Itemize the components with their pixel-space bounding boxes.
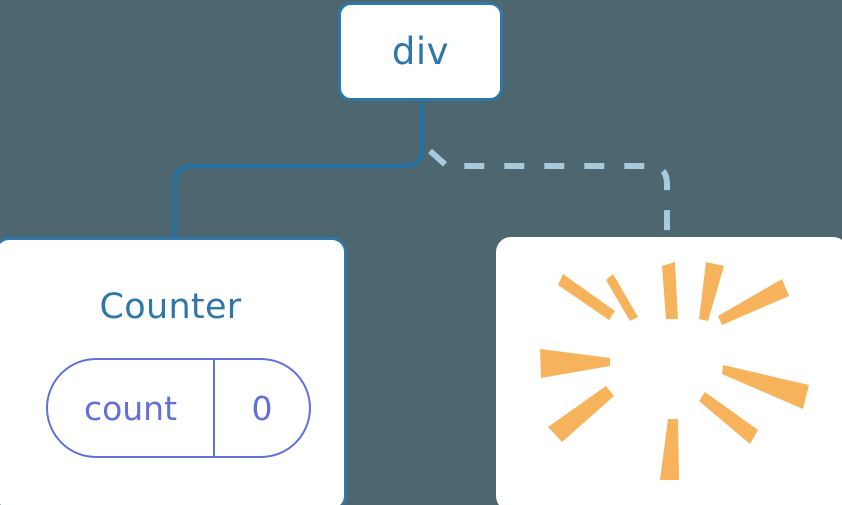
burst-ray bbox=[540, 349, 610, 378]
burst-ray bbox=[699, 392, 758, 444]
burst-ray bbox=[699, 262, 724, 321]
node-div-label: div bbox=[391, 30, 450, 73]
edge-div-to-counter bbox=[173, 99, 424, 239]
burst-ray bbox=[718, 279, 789, 325]
render-burst-icon bbox=[540, 262, 809, 480]
node-render-burst[interactable] bbox=[496, 237, 842, 505]
burst-ray bbox=[662, 262, 678, 319]
state-value-label: 0 bbox=[251, 388, 273, 428]
burst-ray bbox=[558, 274, 615, 320]
state-key-label: count bbox=[48, 360, 215, 456]
node-counter[interactable]: Counter count 0 bbox=[0, 237, 347, 505]
node-div[interactable]: div bbox=[338, 2, 503, 101]
burst-ray bbox=[660, 419, 679, 480]
edge-div-to-burst bbox=[428, 148, 670, 237]
burst-rays bbox=[540, 262, 809, 480]
state-pill-count[interactable]: count 0 bbox=[46, 358, 311, 458]
burst-ray bbox=[606, 274, 638, 321]
burst-ray bbox=[548, 386, 614, 442]
node-counter-label: Counter bbox=[99, 287, 242, 327]
burst-ray bbox=[722, 365, 809, 409]
